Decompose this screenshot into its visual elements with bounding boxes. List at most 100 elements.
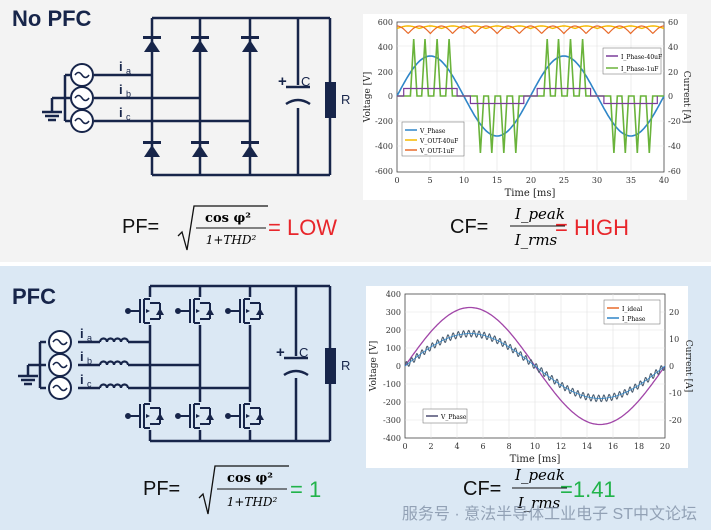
svg-text:6: 6: [480, 442, 485, 451]
svg-text:600: 600: [378, 18, 393, 27]
resistor-icon: [325, 82, 336, 118]
svg-text:0: 0: [396, 362, 401, 371]
svg-text:+: +: [276, 344, 285, 361]
svg-text:-200: -200: [383, 398, 401, 407]
svg-text:i: i: [80, 326, 84, 341]
svg-text:V_OUT-1uF: V_OUT-1uF: [419, 148, 454, 155]
mosfet-icon: [175, 297, 214, 325]
svg-text:PF=: PF=: [143, 478, 180, 500]
mosfet-icon: [225, 402, 264, 430]
v-out-40uf-line: [396, 25, 665, 30]
svg-text:c: c: [87, 379, 92, 389]
mosfet-icon: [225, 297, 264, 325]
svg-text:I_peak: I_peak: [514, 205, 565, 223]
svg-text:20: 20: [669, 308, 679, 317]
svg-text:40: 40: [659, 176, 669, 185]
svg-text:0: 0: [402, 442, 407, 451]
top-panel: No PFC: [0, 0, 711, 262]
svg-text:5: 5: [427, 176, 432, 185]
svg-text:V_OUT-40uF: V_OUT-40uF: [419, 138, 458, 145]
svg-text:18: 18: [634, 442, 644, 451]
watermark: 服务号 · 意法半导体工业电子 ST中文论坛: [401, 506, 697, 523]
inductor-icon: [98, 337, 130, 389]
svg-text:10: 10: [530, 442, 540, 451]
svg-text:-400: -400: [383, 434, 401, 443]
svg-text:R: R: [341, 92, 350, 107]
svg-text:V_Phase: V_Phase: [440, 414, 467, 421]
svg-text:Current [A]: Current [A]: [681, 71, 691, 123]
svg-text:12: 12: [556, 442, 566, 451]
svg-text:b: b: [87, 356, 92, 366]
svg-text:b: b: [126, 89, 131, 99]
svg-text:4: 4: [454, 442, 459, 451]
svg-text:I_rms: I_rms: [514, 231, 558, 249]
svg-text:c: c: [126, 112, 131, 122]
svg-text:25: 25: [559, 176, 569, 185]
svg-text:-100: -100: [383, 380, 401, 389]
svg-text:14: 14: [582, 442, 592, 451]
svg-text:20: 20: [660, 442, 670, 451]
svg-text:I_Phase-1uF: I_Phase-1uF: [621, 66, 658, 73]
svg-text:i: i: [80, 372, 84, 387]
svg-text:V_Phase: V_Phase: [419, 128, 446, 135]
svg-text:a: a: [126, 66, 131, 76]
svg-text:35: 35: [626, 176, 636, 185]
i-phase-40uf-line: [397, 87, 658, 105]
svg-text:i: i: [119, 82, 123, 97]
svg-text:Current [A]: Current [A]: [683, 340, 693, 392]
svg-text:cos φ²: cos φ²: [227, 471, 273, 486]
svg-text:CF=: CF=: [463, 478, 501, 500]
svg-text:i: i: [119, 105, 123, 120]
pfc-diagram: i a i b i c + C R 400 300 200 100 0: [18, 284, 693, 515]
svg-text:30: 30: [592, 176, 602, 185]
svg-text:= LOW: = LOW: [268, 215, 337, 240]
svg-text:PF=: PF=: [122, 216, 159, 238]
svg-text:1+THD²: 1+THD²: [206, 233, 257, 247]
svg-text:60: 60: [668, 18, 678, 27]
svg-text:I_peak: I_peak: [514, 466, 565, 484]
svg-text:= 1: = 1: [290, 477, 321, 502]
svg-text:I_rms: I_rms: [517, 494, 561, 512]
i-ideal-line: [404, 333, 666, 399]
svg-text:-300: -300: [383, 416, 401, 425]
bottom-panel: PFC: [0, 266, 711, 530]
svg-text:I_Phase: I_Phase: [622, 316, 646, 323]
svg-text:Time [ms]: Time [ms]: [505, 188, 556, 199]
svg-text:-400: -400: [375, 142, 393, 151]
svg-text:-20: -20: [668, 117, 681, 126]
svg-text:0: 0: [388, 92, 393, 101]
svg-text:-20: -20: [669, 416, 682, 425]
svg-text:Voltage [V]: Voltage [V]: [369, 341, 379, 392]
svg-text:40: 40: [668, 43, 678, 52]
svg-text:-40: -40: [668, 142, 681, 151]
svg-text:Voltage [V]: Voltage [V]: [363, 72, 373, 123]
svg-text:2: 2: [428, 442, 433, 451]
v-out-1uf-line: [397, 25, 664, 35]
svg-text:0: 0: [668, 92, 673, 101]
svg-text:a: a: [87, 333, 92, 343]
pfc-title: PFC: [12, 284, 56, 309]
svg-text:R: R: [341, 358, 350, 373]
mosfet-switches: [125, 297, 264, 430]
svg-text:1+THD²: 1+THD²: [227, 495, 278, 509]
svg-text:I_Phase-40uF: I_Phase-40uF: [621, 54, 662, 61]
svg-text:10: 10: [669, 335, 679, 344]
svg-text:8: 8: [506, 442, 511, 451]
svg-text:300: 300: [386, 308, 401, 317]
svg-text:= HIGH: = HIGH: [555, 215, 629, 240]
svg-text:-10: -10: [669, 389, 682, 398]
svg-text:cos φ²: cos φ²: [205, 211, 251, 226]
svg-text:200: 200: [378, 68, 393, 77]
svg-text:400: 400: [378, 43, 393, 52]
svg-text:20: 20: [526, 176, 536, 185]
svg-text:I_ideal: I_ideal: [622, 306, 642, 313]
svg-text:15: 15: [492, 176, 502, 185]
svg-text:C: C: [299, 345, 308, 360]
svg-text:200: 200: [386, 326, 401, 335]
mosfet-icon: [175, 402, 214, 430]
svg-text:i: i: [80, 349, 84, 364]
svg-text:-60: -60: [668, 167, 681, 176]
svg-text:100: 100: [386, 344, 401, 353]
svg-text:=1.41: =1.41: [560, 477, 616, 502]
svg-text:-200: -200: [375, 117, 393, 126]
